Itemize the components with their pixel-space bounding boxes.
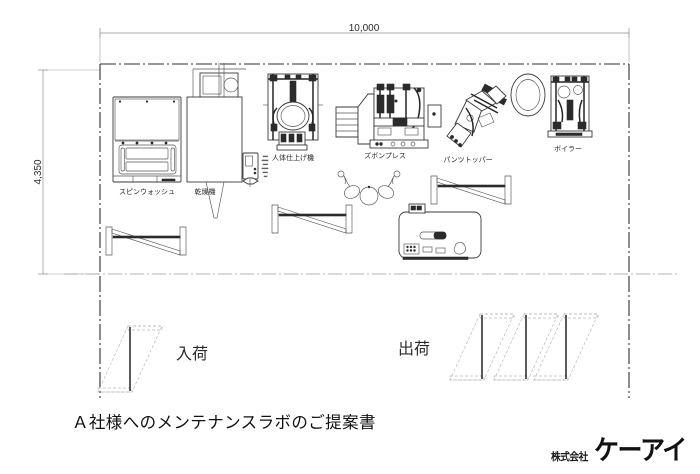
- machine-pants-topper: パンツトッパー: [443, 83, 507, 164]
- machine-label-body-finisher: 人体仕上げ機: [272, 153, 314, 162]
- outbound-trolley-1: [449, 313, 515, 381]
- dimension-width-label: 10,000: [349, 23, 380, 34]
- inbound-trolley: [97, 325, 163, 393]
- machine-body-finisher: 人体仕上げ機: [263, 73, 323, 162]
- counter-desk: [398, 203, 482, 260]
- company-logo-prefix: 株式会社: [551, 450, 588, 463]
- proposal-title: Ａ社様へのメンテナンスラボのご提案書: [72, 414, 376, 432]
- machine-label-spin-wash: スピンウォッシュ: [119, 188, 175, 196]
- outbound-trolley-2: [493, 313, 559, 381]
- flow-label-outbound: 出荷: [398, 340, 430, 358]
- dimension-height-label: 4,350: [33, 159, 44, 184]
- company-logo-mark: ケーアイ: [594, 435, 687, 467]
- work-table-right: [430, 175, 512, 205]
- dimension-width: 10,000: [99, 23, 630, 62]
- machine-steam-cabinet: [242, 152, 269, 187]
- flow-label-inbound: 入荷: [176, 345, 208, 363]
- machine-label-dryer: 乾燥機: [195, 187, 216, 196]
- mannequin-form: [337, 170, 401, 206]
- machine-dryer: 乾燥機: [186, 63, 246, 219]
- machine-spin-wash: スピンウォッシュ: [112, 96, 182, 196]
- machine-label-pants-topper: パンツトッパー: [443, 156, 492, 164]
- machine-label-trouser-press: ズボンプレス: [364, 151, 406, 160]
- outbound-trolley-3: [533, 313, 599, 381]
- machine-label-boiler: ボイラー: [554, 145, 582, 153]
- company-logo: 株式会社 ケーアイ: [551, 435, 687, 467]
- machine-trouser-press: ズボンプレス: [335, 83, 442, 160]
- dimension-height: 4,350: [33, 69, 100, 275]
- work-table-center: [271, 204, 353, 234]
- machine-boiler: ボイラー: [510, 73, 593, 153]
- room-frame: [64, 63, 678, 398]
- work-table-left: [105, 226, 187, 256]
